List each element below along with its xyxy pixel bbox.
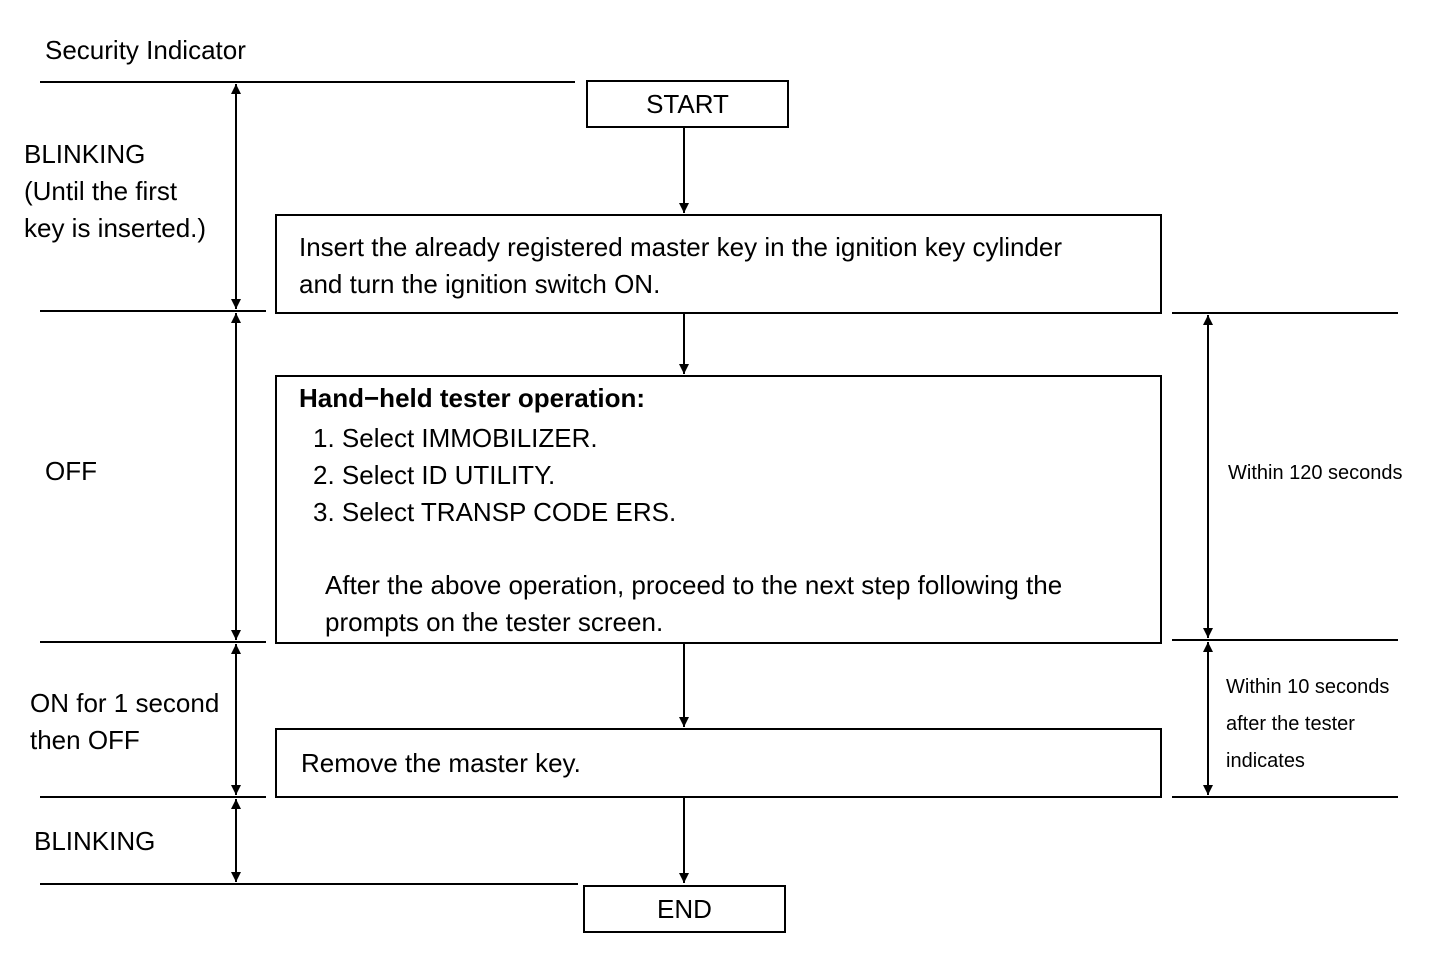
step-tester-operation-box: Hand−held tester operation: 1. Select IM… bbox=[275, 375, 1162, 644]
state-on-then-off: ON for 1 second then OFF bbox=[30, 685, 219, 759]
end-box: END bbox=[583, 885, 786, 933]
state-blinking-final: BLINKING bbox=[34, 826, 156, 856]
tester-step-item: 3. Select TRANSP CODE ERS. bbox=[313, 497, 677, 527]
tester-operation-title: Hand−held tester operation: bbox=[299, 383, 645, 413]
tester-operation-note: After the above operation, proceed to th… bbox=[325, 567, 1062, 641]
state-line: BLINKING bbox=[24, 139, 146, 169]
step-text-line: Insert the already registered master key… bbox=[299, 232, 1063, 262]
timing-line: after the tester bbox=[1226, 713, 1355, 735]
note-line: After the above operation, proceed to th… bbox=[325, 570, 1063, 600]
step-insert-key-box: Insert the already registered master key… bbox=[275, 214, 1162, 314]
timing-10-seconds: Within 10 seconds after the tester indic… bbox=[1226, 669, 1389, 780]
tester-step-item: 2. Select ID UTILITY. bbox=[313, 460, 556, 490]
state-blinking-until-key: BLINKING (Until the first key is inserte… bbox=[24, 136, 206, 247]
step-text-line: and turn the ignition switch ON. bbox=[299, 269, 661, 299]
state-off: OFF bbox=[45, 456, 97, 486]
start-box: START bbox=[586, 80, 789, 128]
timing-line: indicates bbox=[1226, 750, 1305, 772]
note-line: prompts on the tester screen. bbox=[325, 607, 664, 637]
security-indicator-header: Security Indicator bbox=[45, 35, 246, 65]
timing-120-seconds: Within 120 seconds bbox=[1228, 462, 1403, 484]
state-line: then OFF bbox=[30, 725, 140, 755]
state-line: (Until the first bbox=[24, 176, 178, 206]
tester-operation-steps: 1. Select IMMOBILIZER. 2. Select ID UTIL… bbox=[313, 420, 676, 531]
step-remove-key-box: Remove the master key. bbox=[275, 728, 1162, 798]
state-line: ON for 1 second bbox=[30, 688, 220, 718]
state-line: key is inserted.) bbox=[24, 213, 207, 243]
tester-step-item: 1. Select IMMOBILIZER. bbox=[313, 423, 598, 453]
timing-line: Within 10 seconds bbox=[1226, 676, 1390, 698]
step-text-line: Remove the master key. bbox=[301, 748, 581, 778]
